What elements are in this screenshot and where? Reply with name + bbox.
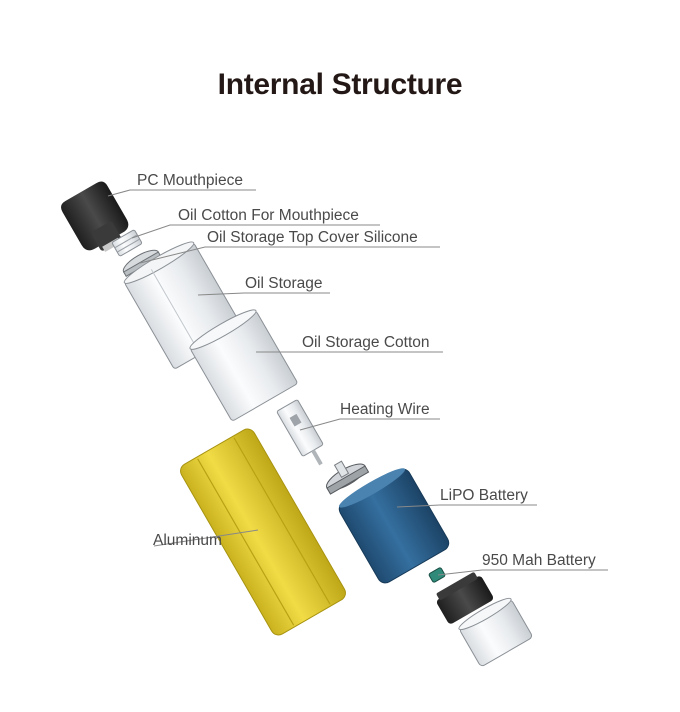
label-950mah-battery: 950 Mah Battery xyxy=(482,552,596,569)
oil-storage-cotton-part xyxy=(189,309,298,421)
leader-oil-storage xyxy=(197,292,330,296)
battery-connector-part xyxy=(428,567,446,583)
heating-wire-part xyxy=(276,399,324,466)
label-oil-cotton-mouthpiece: Oil Cotton For Mouthpiece xyxy=(178,207,359,224)
label-heating-wire: Heating Wire xyxy=(340,401,430,418)
base-connector-part xyxy=(326,460,370,495)
label-aluminum: Aluminum xyxy=(153,532,222,549)
leader-950mah xyxy=(437,569,608,576)
leader-lipo-battery xyxy=(396,504,537,508)
leader-heating-wire xyxy=(299,418,440,431)
leader-top-cover xyxy=(139,246,440,264)
lipo-battery-part xyxy=(338,468,450,584)
label-oil-storage-cotton: Oil Storage Cotton xyxy=(302,334,430,351)
aluminum-tube-part xyxy=(180,428,346,636)
label-oil-storage: Oil Storage xyxy=(245,275,323,292)
leader-oil-cotton xyxy=(131,224,380,239)
label-lipo-battery: LiPO Battery xyxy=(440,487,528,504)
leader-pc-mouthpiece xyxy=(107,189,256,197)
page-title: Internal Structure xyxy=(217,68,463,101)
leader-lines xyxy=(107,189,608,576)
label-pc-mouthpiece: PC Mouthpiece xyxy=(137,172,243,189)
bottom-cap-part xyxy=(436,572,494,624)
label-oil-storage-top-cover: Oil Storage Top Cover Silicone xyxy=(207,229,418,246)
leader-aluminum xyxy=(153,529,259,547)
oil-cotton-mouthpiece-part xyxy=(111,229,143,257)
bottom-sleeve-part xyxy=(458,597,533,667)
